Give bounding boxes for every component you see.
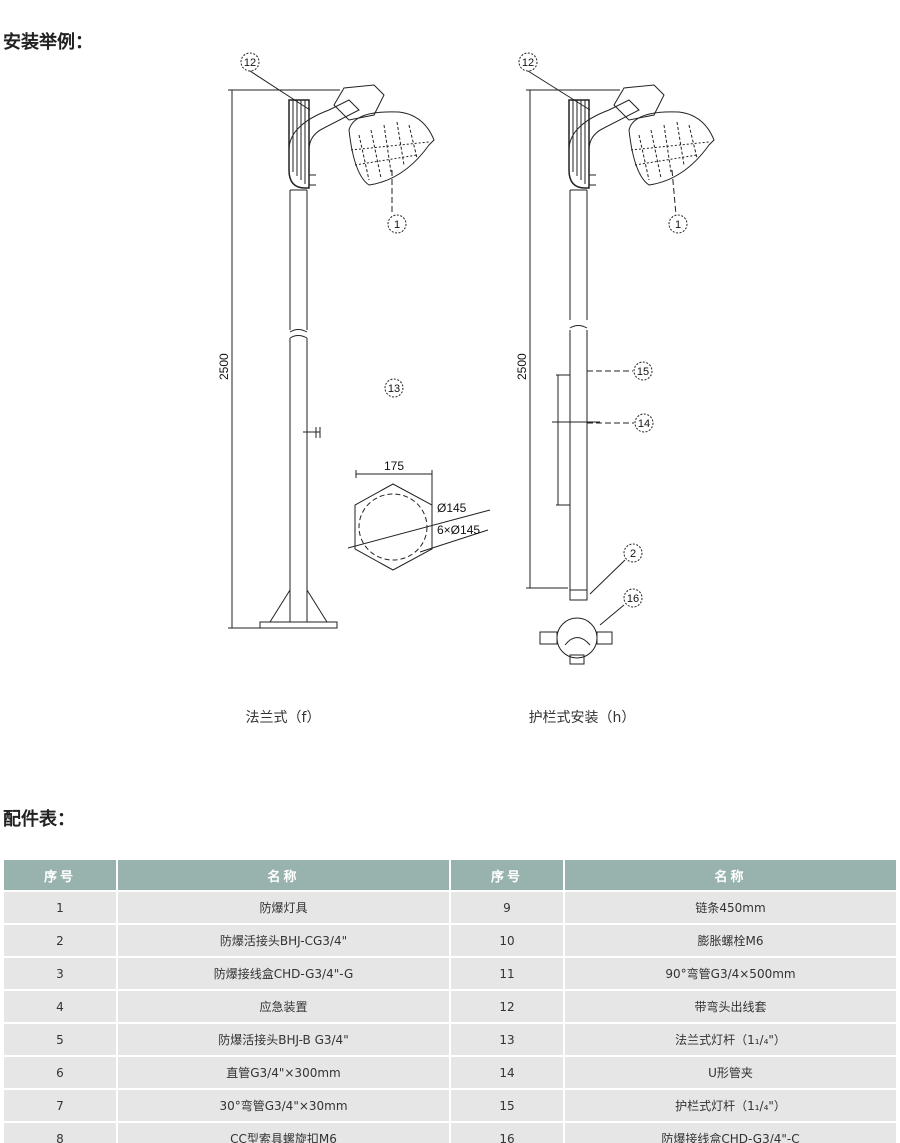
part-name-cell: 链条450mm bbox=[565, 892, 896, 923]
part-name-cell: 应急装置 bbox=[118, 991, 449, 1022]
callout-15: 15 bbox=[637, 366, 649, 378]
part-name-cell: 护栏式灯杆（1₁/₄"） bbox=[565, 1090, 896, 1121]
part-number-cell: 5 bbox=[4, 1024, 116, 1055]
diameter-label: Ø145 bbox=[437, 501, 467, 515]
header-name: 名称 bbox=[565, 860, 896, 890]
header-no: 序号 bbox=[4, 860, 116, 890]
header-no: 序号 bbox=[451, 860, 563, 890]
guardrail-pole-drawing: 2500 12 1 15 14 2 16 bbox=[515, 52, 715, 665]
part-name-cell: 带弯头出线套 bbox=[565, 991, 896, 1022]
header-name: 名称 bbox=[118, 860, 449, 890]
caption-guardrail: 护栏式安装（h） bbox=[528, 710, 636, 726]
part-name-cell: U形管夹 bbox=[565, 1057, 896, 1088]
caption-flange: 法兰式（f） bbox=[245, 710, 321, 726]
part-name-cell: 防爆活接头BHJ-B G3/4" bbox=[118, 1024, 449, 1055]
part-name-cell: 直管G3/4"×300mm bbox=[118, 1057, 449, 1088]
installation-examples-title: 安装举例： bbox=[3, 32, 93, 53]
part-name-cell: 防爆接线盒CHD-G3/4"-G bbox=[118, 958, 449, 989]
part-number-cell: 8 bbox=[4, 1123, 116, 1143]
part-number-cell: 4 bbox=[4, 991, 116, 1022]
callout-2: 2 bbox=[630, 548, 636, 560]
part-number-cell: 6 bbox=[4, 1057, 116, 1088]
callout-12: 12 bbox=[244, 57, 256, 69]
part-name-cell: 30°弯管G3/4"×30mm bbox=[118, 1090, 449, 1121]
part-number-cell: 9 bbox=[451, 892, 563, 923]
flange-pole-drawing: 2500 12 1 13 175 Ø145 6×Ø145 bbox=[217, 52, 491, 629]
callout-1: 1 bbox=[394, 219, 400, 231]
part-number-cell: 12 bbox=[451, 991, 563, 1022]
part-number-cell: 1 bbox=[4, 892, 116, 923]
part-number-cell: 3 bbox=[4, 958, 116, 989]
part-number-cell: 13 bbox=[451, 1024, 563, 1055]
part-name-cell: 防爆接线盒CHD-G3/4"-C bbox=[565, 1123, 896, 1143]
part-name-cell: 90°弯管G3/4×500mm bbox=[565, 958, 896, 989]
callout-1: 1 bbox=[675, 219, 681, 231]
part-number-cell: 11 bbox=[451, 958, 563, 989]
part-number-cell: 15 bbox=[451, 1090, 563, 1121]
height-dimension-h: 2500 bbox=[515, 353, 529, 380]
callout-14: 14 bbox=[638, 418, 650, 430]
callout-13: 13 bbox=[388, 383, 400, 395]
part-number-cell: 2 bbox=[4, 925, 116, 956]
height-dimension-f: 2500 bbox=[217, 353, 231, 380]
callout-12: 12 bbox=[522, 57, 534, 69]
part-name-cell: 膨胀螺栓M6 bbox=[565, 925, 896, 956]
part-name-cell: 防爆灯具 bbox=[118, 892, 449, 923]
part-number-cell: 7 bbox=[4, 1090, 116, 1121]
flange-width-dimension: 175 bbox=[384, 459, 404, 473]
part-number-cell: 10 bbox=[451, 925, 563, 956]
callout-16: 16 bbox=[627, 593, 639, 605]
installation-drawings: 2500 12 1 13 175 Ø145 6×Ø145 2500 12 1 1… bbox=[217, 52, 715, 665]
part-number-cell: 16 bbox=[451, 1123, 563, 1143]
part-name-cell: 防爆活接头BHJ-CG3/4" bbox=[118, 925, 449, 956]
part-number-cell: 14 bbox=[451, 1057, 563, 1088]
holes-diameter-label: 6×Ø145 bbox=[437, 523, 480, 537]
part-name-cell: 法兰式灯杆（1₁/₄"） bbox=[565, 1024, 896, 1055]
parts-list-title: 配件表： bbox=[3, 809, 75, 830]
part-name-cell: CC型索具螺旋扣M6 bbox=[118, 1123, 449, 1143]
table-header: 序号 名称 序号 名称 bbox=[4, 860, 896, 890]
